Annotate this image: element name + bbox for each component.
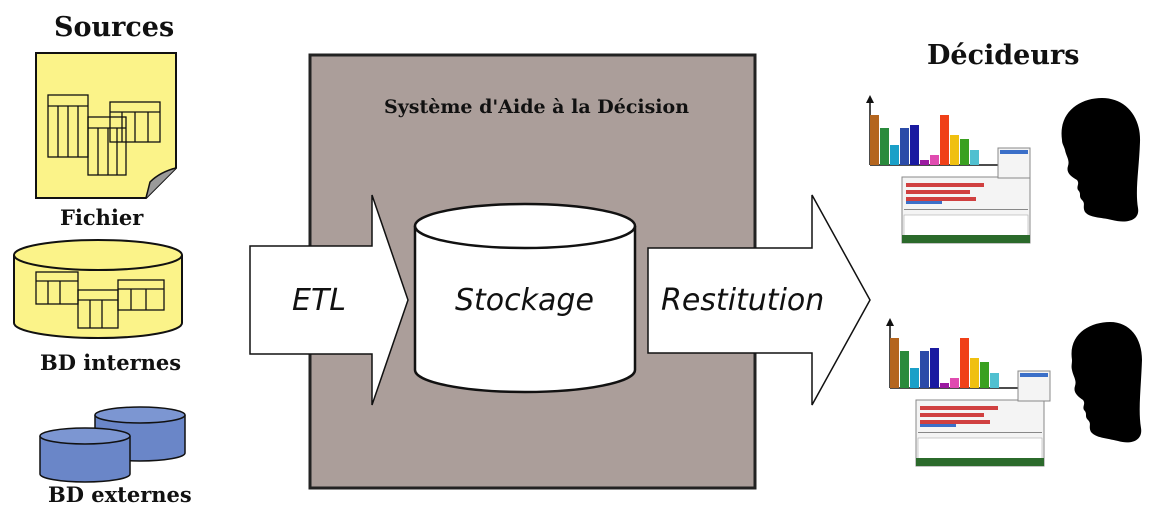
person-silhouette-icon (1061, 98, 1141, 222)
file-icon (35, 52, 177, 199)
external-databases-icon (39, 406, 186, 483)
restitution-arrow (647, 194, 871, 406)
person-silhouette-icon (1071, 322, 1142, 443)
source-label-bd-externes: BD externes (48, 482, 192, 507)
system-title: Système d'Aide à la Décision (384, 96, 690, 118)
stockage-cylinder (413, 202, 637, 394)
report-charts-icon (886, 318, 1051, 467)
etl-arrow (249, 194, 409, 406)
database-icon (13, 239, 183, 339)
report-charts-icon (866, 95, 1031, 244)
stockage-label: Stockage (455, 283, 594, 318)
decideurs-header: Décideurs (927, 40, 1080, 71)
source-label-bd-internes: BD internes (40, 350, 182, 375)
sources-header: Sources (54, 12, 175, 43)
restitution-label: Restitution (661, 283, 825, 318)
etl-label: ETL (292, 283, 346, 318)
source-label-fichier: Fichier (60, 205, 144, 230)
